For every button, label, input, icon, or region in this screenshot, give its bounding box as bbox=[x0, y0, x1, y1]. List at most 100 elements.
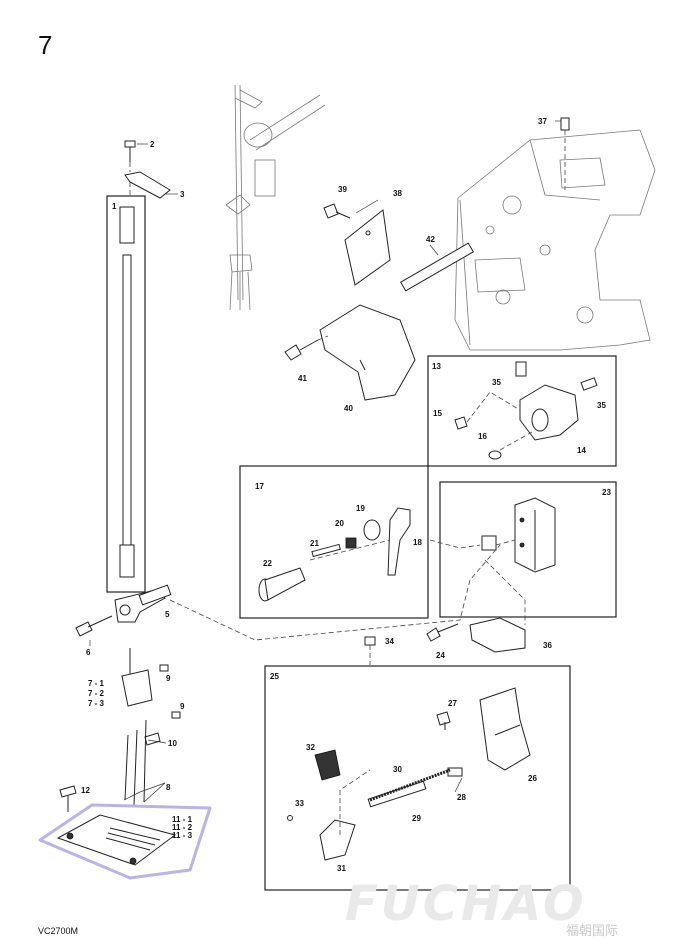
part-31-holder bbox=[319, 819, 356, 861]
part-1-bushing-top bbox=[119, 206, 135, 244]
callout-label: 16 bbox=[478, 432, 487, 441]
assembly-line bbox=[317, 335, 329, 341]
callout-label: 22 bbox=[263, 559, 272, 568]
part-5-bore bbox=[119, 604, 131, 616]
watermark-latin: FUCHAO bbox=[345, 876, 587, 932]
callout-label: 10 bbox=[168, 739, 177, 748]
callout-label: 26 bbox=[528, 774, 537, 783]
callout-label: 11 - 2 bbox=[172, 823, 193, 832]
callout-label: 1 bbox=[112, 202, 117, 211]
part-18-connecting-rod bbox=[387, 507, 411, 576]
assembly-line bbox=[466, 391, 521, 423]
part-28-pin bbox=[447, 767, 463, 777]
part-30-spring bbox=[369, 768, 451, 802]
part-39-screw bbox=[323, 203, 351, 219]
callout-label: 17 bbox=[255, 482, 264, 491]
part-10-needle-guard bbox=[144, 732, 161, 746]
part-21-spring bbox=[311, 543, 341, 558]
part-12-screw bbox=[59, 785, 77, 812]
callout-label: 29 bbox=[412, 814, 421, 823]
part-32-pad bbox=[314, 749, 341, 781]
callout-label: 9 bbox=[180, 702, 185, 711]
part-35-setscrew-right bbox=[580, 377, 598, 391]
part-26-edge bbox=[494, 724, 521, 736]
callout-label: 13 bbox=[432, 362, 441, 371]
part-19-needle-bearing bbox=[363, 519, 381, 541]
assembly-line bbox=[495, 539, 516, 546]
callout-label: 38 bbox=[393, 189, 402, 198]
callout-label: 18 bbox=[413, 538, 422, 547]
page-number: 7 bbox=[38, 30, 53, 60]
part-29-rod bbox=[367, 780, 427, 808]
part-9-setscrew-top bbox=[159, 664, 169, 672]
callout-label: 2 bbox=[150, 140, 155, 149]
callout-label: 35 bbox=[597, 401, 606, 410]
part-40-cover bbox=[319, 304, 416, 401]
part-11-hole bbox=[129, 857, 137, 865]
callout-label: 39 bbox=[338, 185, 347, 194]
part-38-plate bbox=[344, 209, 391, 286]
part-33-ball bbox=[287, 815, 293, 821]
part-23-hole bbox=[519, 542, 525, 548]
callout-label: 42 bbox=[426, 235, 435, 244]
model-code: VC2700M bbox=[38, 926, 79, 936]
callout-label: 34 bbox=[385, 637, 394, 646]
callout-label: 35 bbox=[492, 378, 501, 387]
assembly-line bbox=[339, 769, 371, 835]
callout-label: 20 bbox=[335, 519, 344, 528]
part-22-pin bbox=[258, 567, 306, 602]
callout-label: 30 bbox=[393, 765, 402, 774]
group-23-box bbox=[439, 481, 617, 618]
part-14-bore bbox=[531, 408, 549, 432]
callout-label: 23 bbox=[602, 488, 611, 497]
callout-label: 28 bbox=[457, 793, 466, 802]
assembly-line bbox=[309, 539, 391, 561]
callout-label: 31 bbox=[337, 864, 346, 873]
part-42-shaft bbox=[400, 242, 474, 292]
callout-label: 7 - 2 bbox=[88, 689, 105, 698]
part-41-screw bbox=[284, 339, 319, 361]
callout-label: 8 bbox=[166, 783, 171, 792]
callout-labels: 1 2 3 5 6 7 - 1 7 - 2 7 - 3 8 9 9 10 11 … bbox=[81, 117, 611, 873]
part-6-screw bbox=[75, 615, 113, 637]
part-8-needles bbox=[123, 719, 166, 806]
callout-label: 3 bbox=[180, 190, 185, 199]
callout-label: 6 bbox=[86, 648, 91, 657]
part-11-feed-slots bbox=[105, 827, 161, 851]
part-3-link-plate bbox=[124, 171, 171, 199]
part-9-setscrew-bottom bbox=[171, 711, 181, 719]
part-27-screw bbox=[436, 711, 451, 730]
part-38-hole bbox=[365, 230, 371, 236]
part-36-bracket bbox=[469, 617, 526, 653]
assembly-leader bbox=[429, 539, 481, 549]
callout-label: 27 bbox=[448, 699, 457, 708]
machine-frame-outline bbox=[454, 129, 656, 351]
part-24-screw bbox=[426, 623, 459, 642]
callout-label: 33 bbox=[295, 799, 304, 808]
callout-label: 11 - 1 bbox=[172, 815, 193, 824]
group-25-box bbox=[264, 665, 571, 891]
part-20-bushing bbox=[345, 537, 357, 549]
group-17-box bbox=[239, 465, 429, 619]
callout-leaders bbox=[89, 120, 561, 793]
callout-label: 11 - 3 bbox=[172, 831, 193, 840]
callout-label: 37 bbox=[538, 117, 547, 126]
assembly-line bbox=[499, 431, 533, 451]
assembly-leader bbox=[484, 559, 526, 625]
part-35-setscrew-top bbox=[515, 361, 527, 377]
needle-bar-reference-sketch bbox=[225, 84, 326, 311]
callout-label: 14 bbox=[577, 446, 586, 455]
part-23-hole bbox=[519, 517, 525, 523]
needle-bar-group-box bbox=[106, 195, 146, 593]
callout-label: 15 bbox=[433, 409, 442, 418]
part-34-screw bbox=[364, 636, 376, 665]
callout-label: 32 bbox=[306, 743, 315, 752]
part-1-bushing-bottom bbox=[119, 544, 135, 578]
callout-label: 5 bbox=[165, 610, 170, 619]
part-23-slider bbox=[481, 535, 497, 551]
selection-highlight-throat-plate bbox=[38, 803, 212, 880]
callout-label: 41 bbox=[298, 374, 307, 383]
part-2-screw bbox=[124, 140, 136, 162]
